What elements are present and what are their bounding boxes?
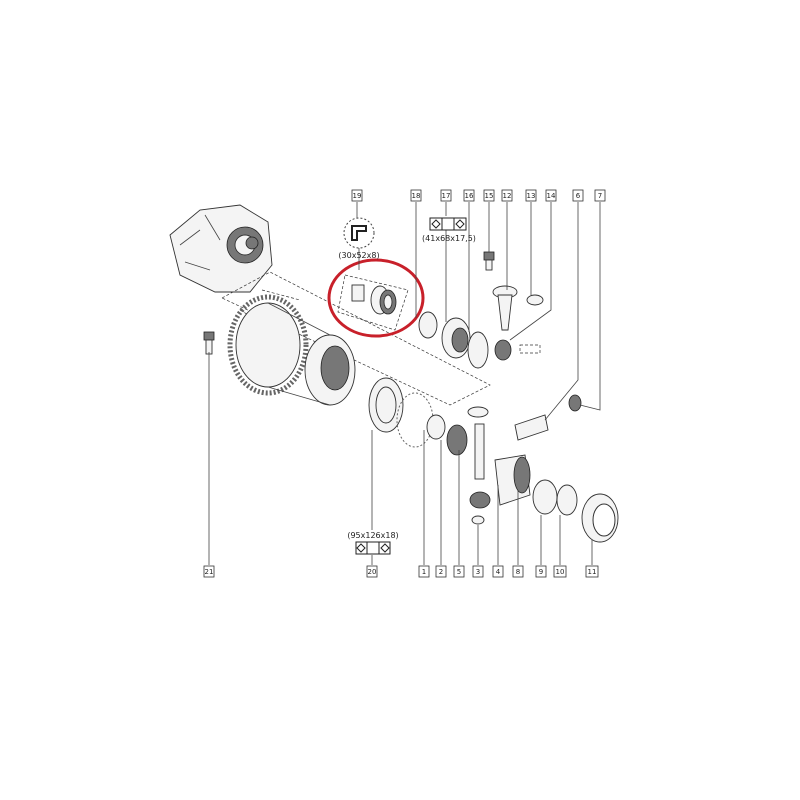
- part-label-2: 2: [435, 565, 447, 578]
- svg-text:14: 14: [547, 192, 556, 200]
- svg-text:17: 17: [442, 192, 451, 200]
- part-label-7: 7: [594, 189, 606, 202]
- svg-text:19: 19: [353, 192, 362, 200]
- part-label-12: 12: [501, 189, 513, 202]
- dimension-20: (95x126x18): [347, 531, 398, 540]
- part-label-8: 8: [512, 565, 524, 578]
- part-label-16: 16: [463, 189, 475, 202]
- part-label-11: 11: [585, 565, 599, 578]
- svg-text:10: 10: [556, 568, 565, 576]
- part-label-4: 4: [492, 565, 504, 578]
- dimension-17: (41x68x17,5): [422, 234, 476, 243]
- part-label-15: 15: [483, 189, 495, 202]
- svg-text:1: 1: [422, 568, 426, 576]
- part-label-18: 18: [410, 189, 422, 202]
- assembly-outline: [221, 271, 491, 406]
- seal-kit-19: [337, 274, 409, 331]
- svg-text:4: 4: [496, 568, 501, 576]
- part-label-3: 3: [472, 565, 484, 578]
- bearing-icon-17: [429, 217, 467, 231]
- dimension-19: (30x52x8): [338, 251, 379, 260]
- gearbox-housing-thumbnail: [169, 204, 273, 293]
- svg-text:9: 9: [539, 568, 543, 576]
- highlight-circle: [327, 258, 425, 338]
- part-label-5: 5: [453, 565, 465, 578]
- svg-text:16: 16: [465, 192, 474, 200]
- svg-text:7: 7: [598, 192, 602, 200]
- bearing-icon-20: [355, 541, 391, 555]
- leader-lines: [208, 202, 601, 565]
- svg-text:18: 18: [412, 192, 421, 200]
- svg-text:11: 11: [588, 568, 597, 576]
- part-label-13: 13: [525, 189, 537, 202]
- part-label-17: 17: [440, 189, 452, 202]
- differential-gears: [368, 377, 619, 543]
- part-label-1: 1: [418, 565, 430, 578]
- crown-wheel: [227, 294, 356, 406]
- svg-text:3: 3: [476, 568, 480, 576]
- bearing-17: [418, 311, 489, 369]
- svg-text:2: 2: [439, 568, 443, 576]
- svg-text:20: 20: [368, 568, 377, 576]
- bolt-21: [203, 331, 215, 355]
- svg-text:15: 15: [485, 192, 494, 200]
- svg-text:21: 21: [205, 568, 214, 576]
- svg-text:5: 5: [457, 568, 461, 576]
- seal-icon-19: [343, 217, 375, 249]
- part-label-10: 10: [553, 565, 567, 578]
- svg-text:6: 6: [576, 192, 581, 200]
- svg-text:12: 12: [503, 192, 512, 200]
- part-label-20: 20: [366, 565, 378, 578]
- part-label-21: 21: [203, 565, 215, 578]
- svg-text:8: 8: [516, 568, 520, 576]
- part-label-9: 9: [535, 565, 547, 578]
- part-label-14: 14: [545, 189, 557, 202]
- part-label-19: 19: [351, 189, 363, 202]
- pinion-shaft: [483, 251, 544, 361]
- part-label-6: 6: [572, 189, 584, 202]
- svg-text:13: 13: [527, 192, 536, 200]
